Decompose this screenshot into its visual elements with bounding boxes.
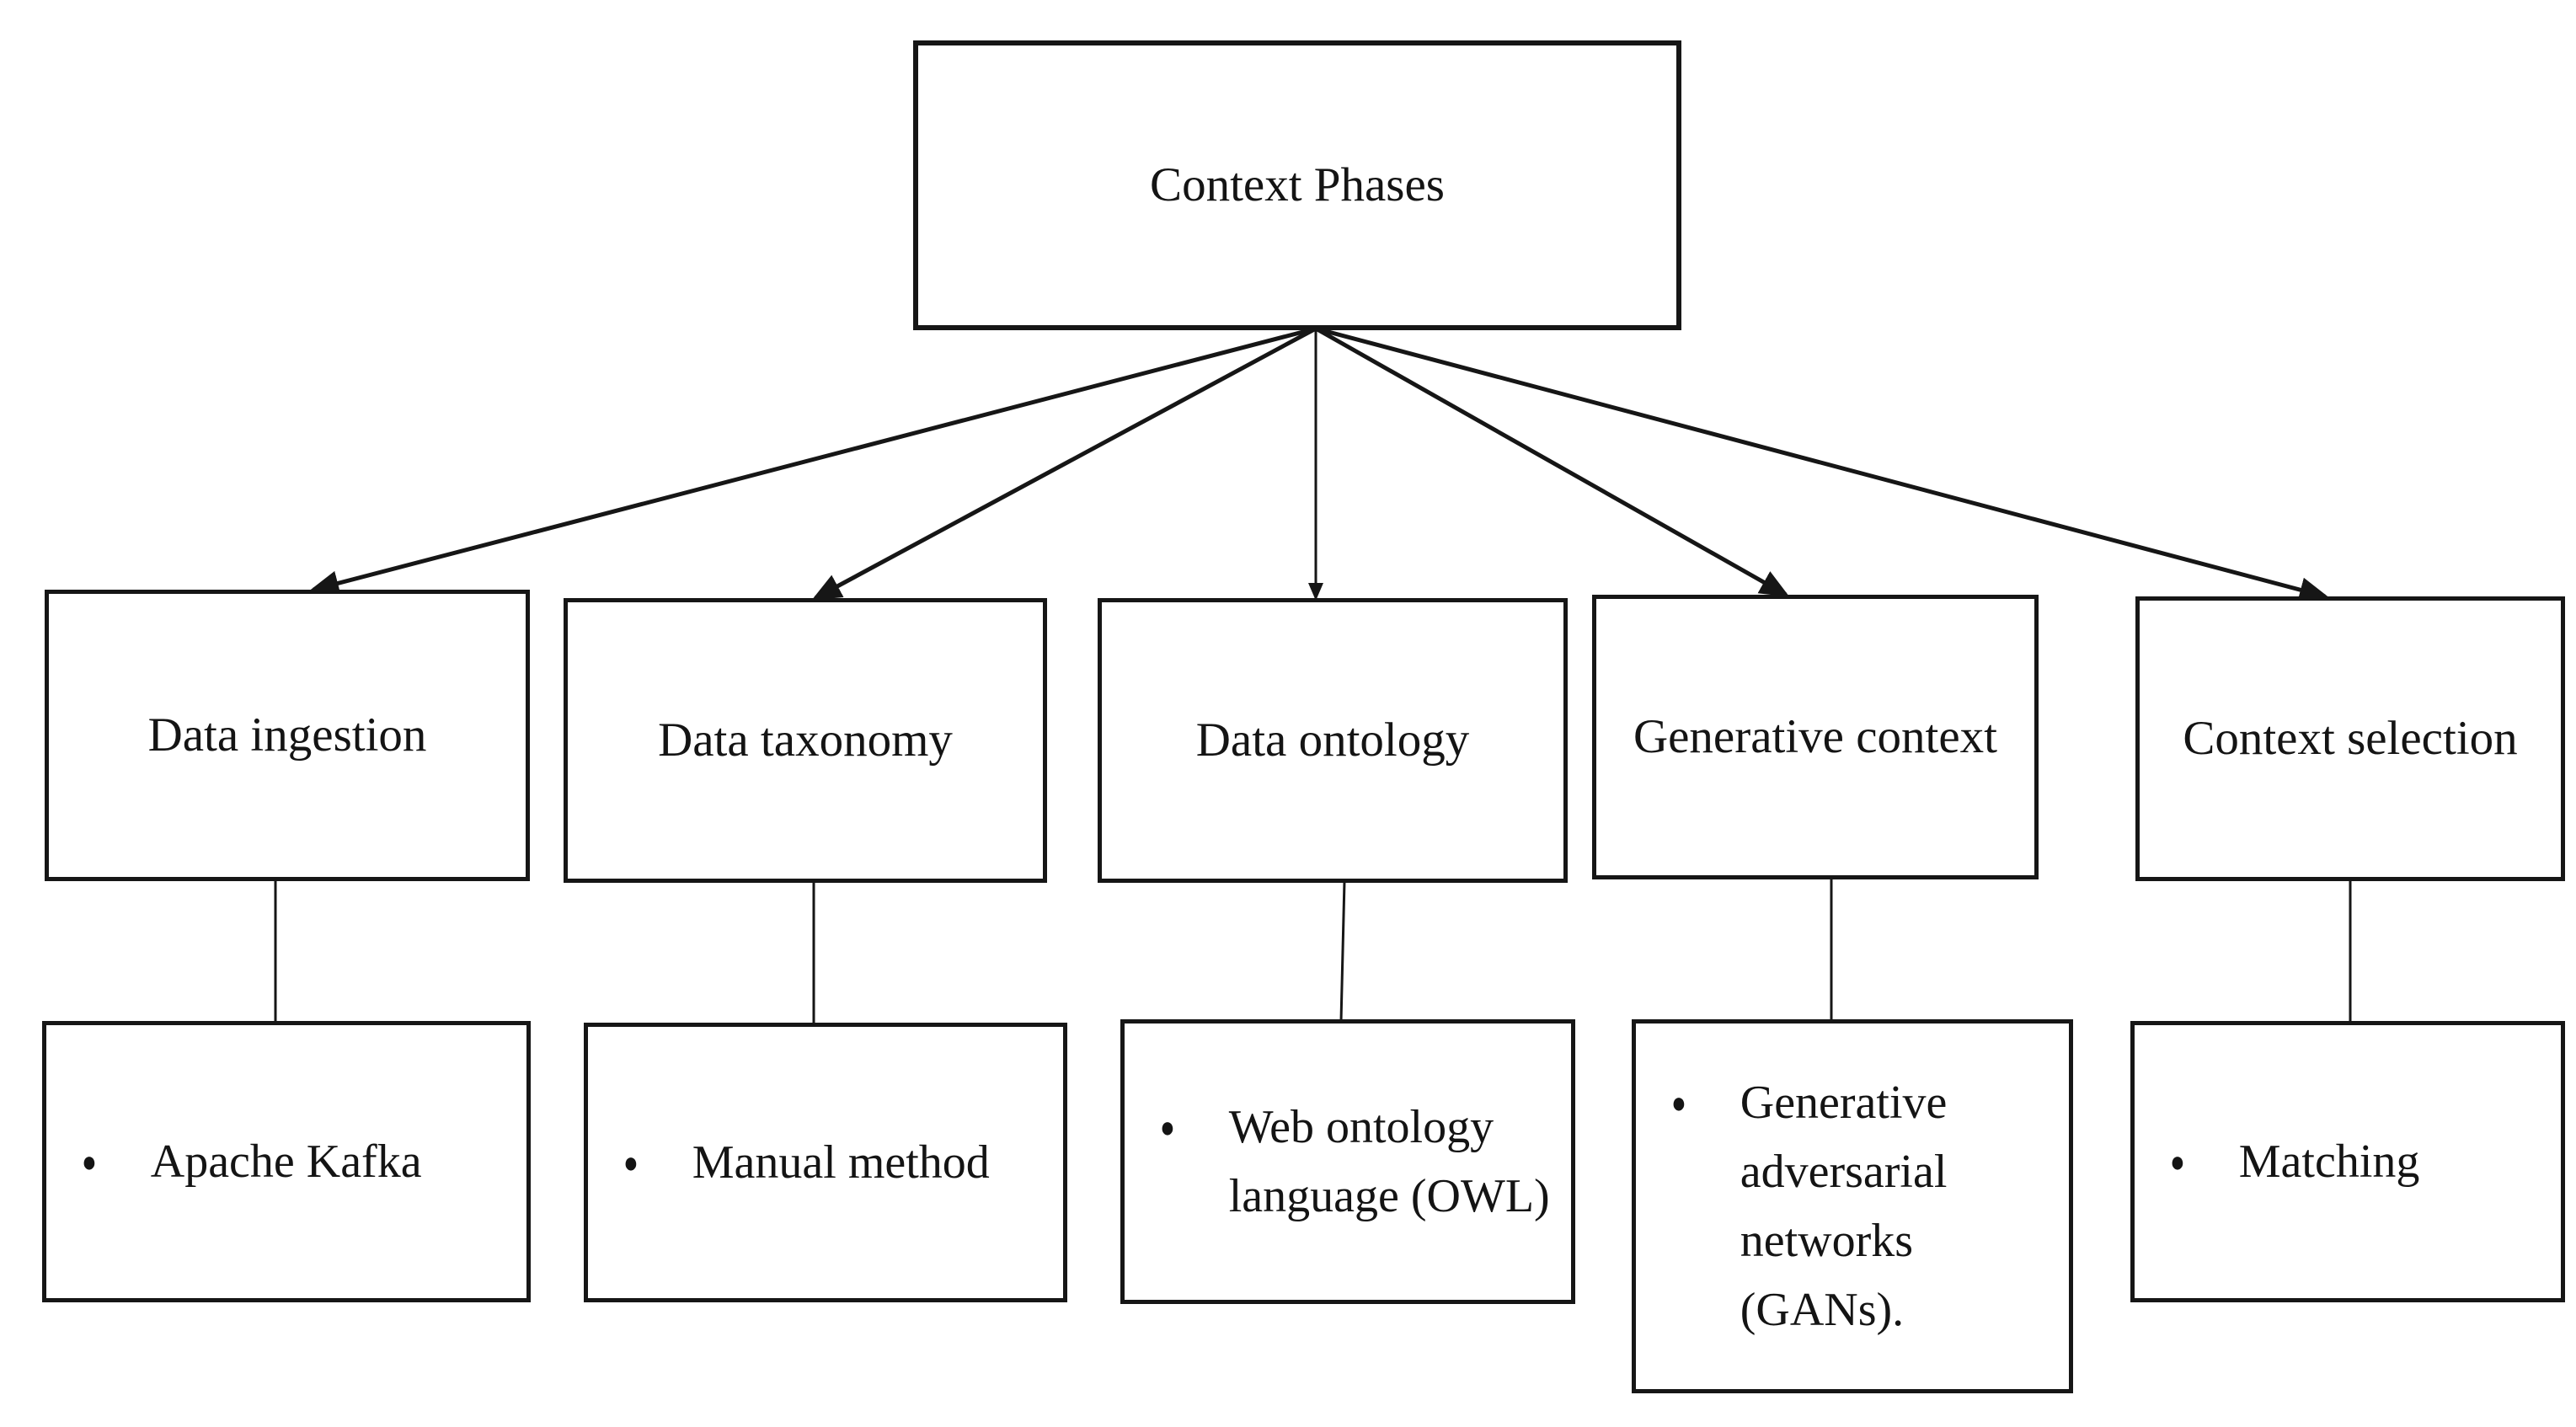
node-matching-label: Matching bbox=[2238, 1136, 2420, 1188]
node-data-taxonomy-label: Data taxonomy bbox=[658, 714, 953, 767]
node-web-ontology-language-label: Web ontology language (OWL) bbox=[1228, 1101, 1550, 1222]
bullet-item: ● Web ontology language (OWL) bbox=[1158, 1093, 1571, 1231]
bullet-item: ● Generative adversarial networks (GANs)… bbox=[1670, 1068, 2020, 1344]
edge-root-to-generative-context bbox=[1314, 326, 1790, 597]
edge-root-to-data-taxonomy bbox=[811, 326, 1317, 601]
node-apache-kafka-label: Apache Kafka bbox=[150, 1136, 422, 1188]
edge-root-to-context-selection bbox=[1315, 326, 2329, 602]
bullet-item: ● Matching bbox=[2168, 1127, 2419, 1196]
bullet-icon: ● bbox=[2169, 1145, 2185, 1178]
bullet-icon: ● bbox=[623, 1146, 639, 1179]
node-data-ingestion: Data ingestion bbox=[45, 590, 530, 881]
bullet-item: ● Apache Kafka bbox=[80, 1127, 422, 1196]
node-data-ingestion-label: Data ingestion bbox=[147, 708, 427, 762]
node-generative-context: Generative context bbox=[1592, 595, 2039, 879]
bullet-icon: ● bbox=[1159, 1110, 1175, 1144]
node-matching: ● Matching bbox=[2130, 1021, 2565, 1302]
node-context-phases-label: Context Phases bbox=[1150, 158, 1445, 212]
node-context-selection: Context selection bbox=[2135, 596, 2565, 881]
node-data-ontology-label: Data ontology bbox=[1195, 714, 1470, 767]
edge-data-ontology-to-owl bbox=[1339, 880, 1346, 1022]
edge-root-to-data-ingestion bbox=[309, 326, 1317, 596]
node-generative-context-label: Generative context bbox=[1633, 710, 1998, 764]
bullet-item: ● Manual method bbox=[622, 1128, 990, 1197]
node-apache-kafka: ● Apache Kafka bbox=[42, 1021, 531, 1302]
node-generative-adversarial-networks-label: Generative adversarial networks (GANs). bbox=[1740, 1077, 1948, 1336]
node-generative-adversarial-networks: ● Generative adversarial networks (GANs)… bbox=[1632, 1019, 2073, 1393]
node-data-ontology: Data ontology bbox=[1098, 598, 1568, 883]
node-context-phases: Context Phases bbox=[913, 40, 1681, 330]
node-context-selection-label: Context selection bbox=[2183, 712, 2518, 766]
node-manual-method-label: Manual method bbox=[692, 1136, 990, 1189]
node-data-taxonomy: Data taxonomy bbox=[564, 598, 1047, 883]
node-manual-method: ● Manual method bbox=[584, 1023, 1067, 1302]
bullet-icon: ● bbox=[1670, 1086, 1686, 1120]
bullet-icon: ● bbox=[81, 1145, 97, 1178]
node-web-ontology-language: ● Web ontology language (OWL) bbox=[1120, 1019, 1575, 1304]
